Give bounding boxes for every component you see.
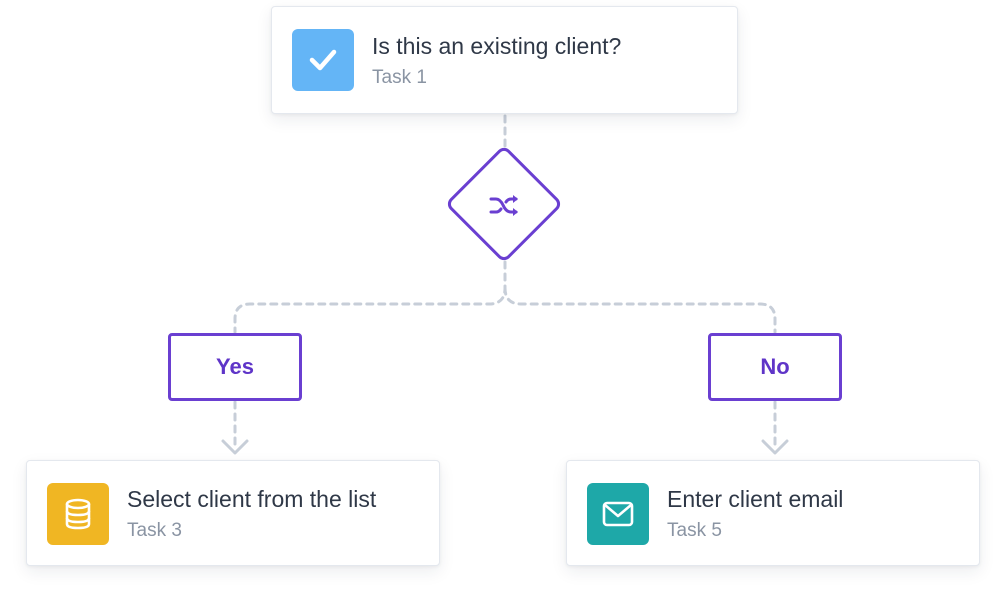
arrowhead-to-task5 bbox=[761, 439, 789, 455]
connector-gateway-split bbox=[233, 260, 507, 334]
branch-label-yes[interactable]: Yes bbox=[168, 333, 302, 401]
task-subtitle: Task 5 bbox=[667, 520, 722, 541]
task-card-5[interactable]: Enter client email Task 5 bbox=[566, 460, 980, 566]
task-subtitle: Task 3 bbox=[127, 520, 182, 541]
task-subtitle: Task 1 bbox=[372, 67, 427, 88]
task-card-3[interactable]: Select client from the list Task 3 bbox=[26, 460, 440, 566]
shuffle-icon bbox=[489, 195, 518, 216]
task-title: Select client from the list bbox=[127, 486, 377, 512]
connector-gateway-to-no bbox=[503, 286, 777, 334]
arrowhead-to-task3 bbox=[221, 439, 249, 455]
database-icon bbox=[47, 483, 109, 545]
task-title: Is this an existing client? bbox=[372, 33, 622, 59]
envelope-icon bbox=[587, 483, 649, 545]
task-card-1[interactable]: Is this an existing client? Task 1 bbox=[271, 6, 738, 114]
checkmark-icon bbox=[292, 29, 354, 91]
task-title: Enter client email bbox=[667, 486, 844, 512]
branch-label-no[interactable]: No bbox=[708, 333, 842, 401]
